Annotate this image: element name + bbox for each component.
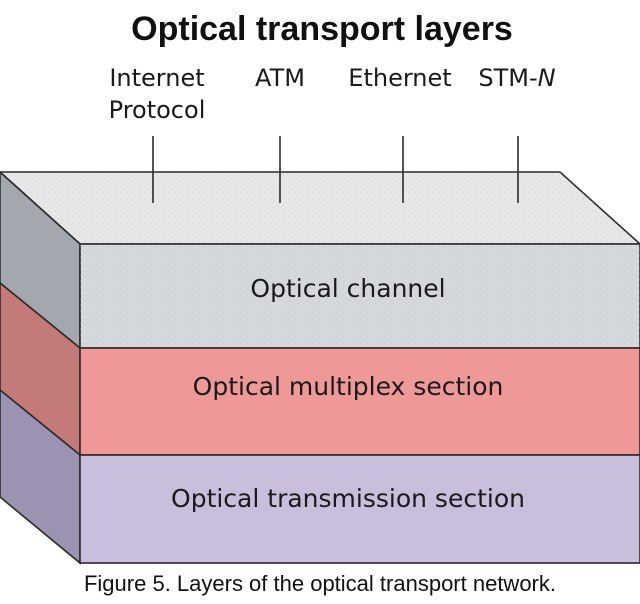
diagram-title: Optical transport layers xyxy=(131,10,513,48)
protocol-label-ethernet: Ethernet xyxy=(348,64,451,92)
transmission-front-face xyxy=(79,454,640,564)
layer-label-optical-transmission-section: Optical transmission section xyxy=(171,484,525,513)
protocol-label-internet: Internet xyxy=(109,64,204,92)
layer-label-optical-channel: Optical channel xyxy=(250,274,445,303)
protocol-label-protocol: Protocol xyxy=(109,96,206,124)
multiplex-front-face xyxy=(79,347,640,456)
protocol-label-stm-n: STM-N xyxy=(478,64,555,92)
layer-label-optical-multiplex-section: Optical multiplex section xyxy=(193,372,504,401)
figure-caption: Figure 5. Layers of the optical transpor… xyxy=(84,571,556,596)
channel-front-texture xyxy=(80,244,640,348)
protocol-label-atm: ATM xyxy=(255,64,305,92)
block-top-texture xyxy=(0,172,640,244)
